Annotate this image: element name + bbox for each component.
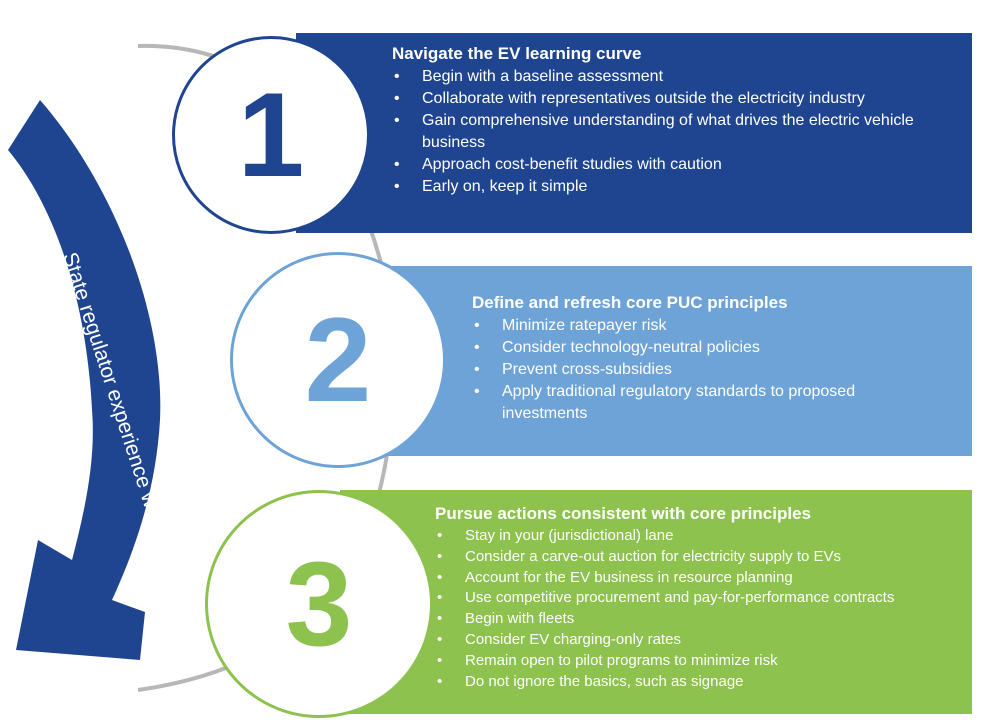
list-item: Approach cost-benefit studies with cauti…	[392, 154, 932, 176]
list-item: Begin with a baseline assessment	[392, 66, 932, 88]
list-item: Consider EV charging-only rates	[435, 630, 965, 651]
list-item: Stay in your (jurisdictional) lane	[435, 526, 965, 547]
list-item: Minimize ratepayer risk	[472, 315, 892, 337]
list-item: Account for the EV business in resource …	[435, 568, 965, 589]
list-item: Begin with fleets	[435, 609, 965, 630]
step-1-title: Navigate the EV learning curve	[392, 44, 642, 63]
step-2-number-circle: 2	[230, 252, 446, 468]
list-item: Early on, keep it simple	[392, 176, 932, 198]
step-3-title: Pursue actions consistent with core prin…	[435, 504, 811, 523]
list-item: Consider technology-neutral policies	[472, 337, 892, 359]
step-1-list: Begin with a baseline assessment Collabo…	[392, 66, 932, 198]
step-3-content: Pursue actions consistent with core prin…	[435, 504, 965, 692]
step-2-content: Define and refresh core PUC principles M…	[472, 293, 892, 425]
step-1-number: 1	[237, 68, 305, 202]
step-3-number: 3	[285, 537, 353, 671]
list-item: Do not ignore the basics, such as signag…	[435, 672, 965, 693]
curved-arrow	[8, 100, 161, 660]
list-item: Collaborate with representatives outside…	[392, 88, 932, 110]
step-3-number-circle: 3	[205, 490, 433, 718]
step-2-number: 2	[304, 293, 372, 427]
step-2-list: Minimize ratepayer risk Consider technol…	[472, 315, 892, 425]
step-1-number-circle: 1	[172, 36, 370, 234]
list-item: Consider a carve-out auction for electri…	[435, 547, 965, 568]
list-item: Prevent cross-subsidies	[472, 359, 892, 381]
list-item: Use competitive procurement and pay-for-…	[435, 588, 965, 609]
list-item: Remain open to pilot programs to minimiz…	[435, 651, 965, 672]
list-item: Apply traditional regulatory standards t…	[472, 381, 892, 425]
step-2-title: Define and refresh core PUC principles	[472, 293, 788, 312]
step-1-content: Navigate the EV learning curve Begin wit…	[392, 44, 932, 198]
step-3-list: Stay in your (jurisdictional) lane Consi…	[435, 526, 965, 692]
list-item: Gain comprehensive understanding of what…	[392, 110, 932, 154]
